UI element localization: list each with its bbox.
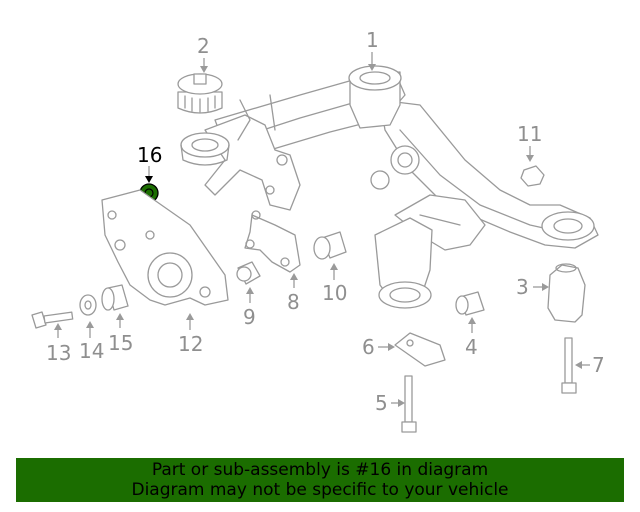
part-15-bushing <box>101 284 129 311</box>
part-5-bolt <box>401 375 417 433</box>
callout-1: 1 <box>366 28 379 52</box>
callout-2: 2 <box>197 34 210 58</box>
banner-line-2: Diagram may not be specific to your vehi… <box>131 480 509 500</box>
callout-7: 7 <box>592 353 605 377</box>
callout-labels: 1 2 3 4 5 6 7 8 9 10 11 12 13 14 15 16 <box>46 28 605 415</box>
callout-5: 5 <box>375 391 388 415</box>
part-14-washer <box>79 294 97 316</box>
callout-11: 11 <box>517 122 542 146</box>
part-1-subframe <box>180 65 599 309</box>
callout-15: 15 <box>108 331 133 355</box>
callout-3: 3 <box>516 275 529 299</box>
part-8-bracket <box>244 210 301 273</box>
part-7-bolt <box>561 337 577 394</box>
part-11-nut <box>520 165 545 187</box>
callout-8: 8 <box>287 290 300 314</box>
banner-line-1: Part or sub-assembly is #16 in diagram <box>151 460 489 480</box>
leader-lines <box>54 52 590 407</box>
callout-4: 4 <box>465 335 478 359</box>
callout-6: 6 <box>362 335 375 359</box>
part-3-mount <box>547 263 586 323</box>
part-9-bushing <box>236 261 261 285</box>
info-banner: Part or sub-assembly is #16 in diagram D… <box>16 458 624 502</box>
callout-14: 14 <box>79 339 104 363</box>
part-12-plate <box>101 189 229 306</box>
callout-16: 16 <box>137 143 162 167</box>
callout-12: 12 <box>178 332 203 356</box>
part-2-mount <box>177 73 223 114</box>
part-6-plate <box>394 332 446 367</box>
callout-13: 13 <box>46 341 71 365</box>
part-4-bushing <box>455 291 485 316</box>
callout-9: 9 <box>243 305 256 329</box>
part-13-bolt <box>31 311 74 329</box>
part-10-bushing <box>313 231 347 260</box>
callout-10: 10 <box>322 281 347 305</box>
